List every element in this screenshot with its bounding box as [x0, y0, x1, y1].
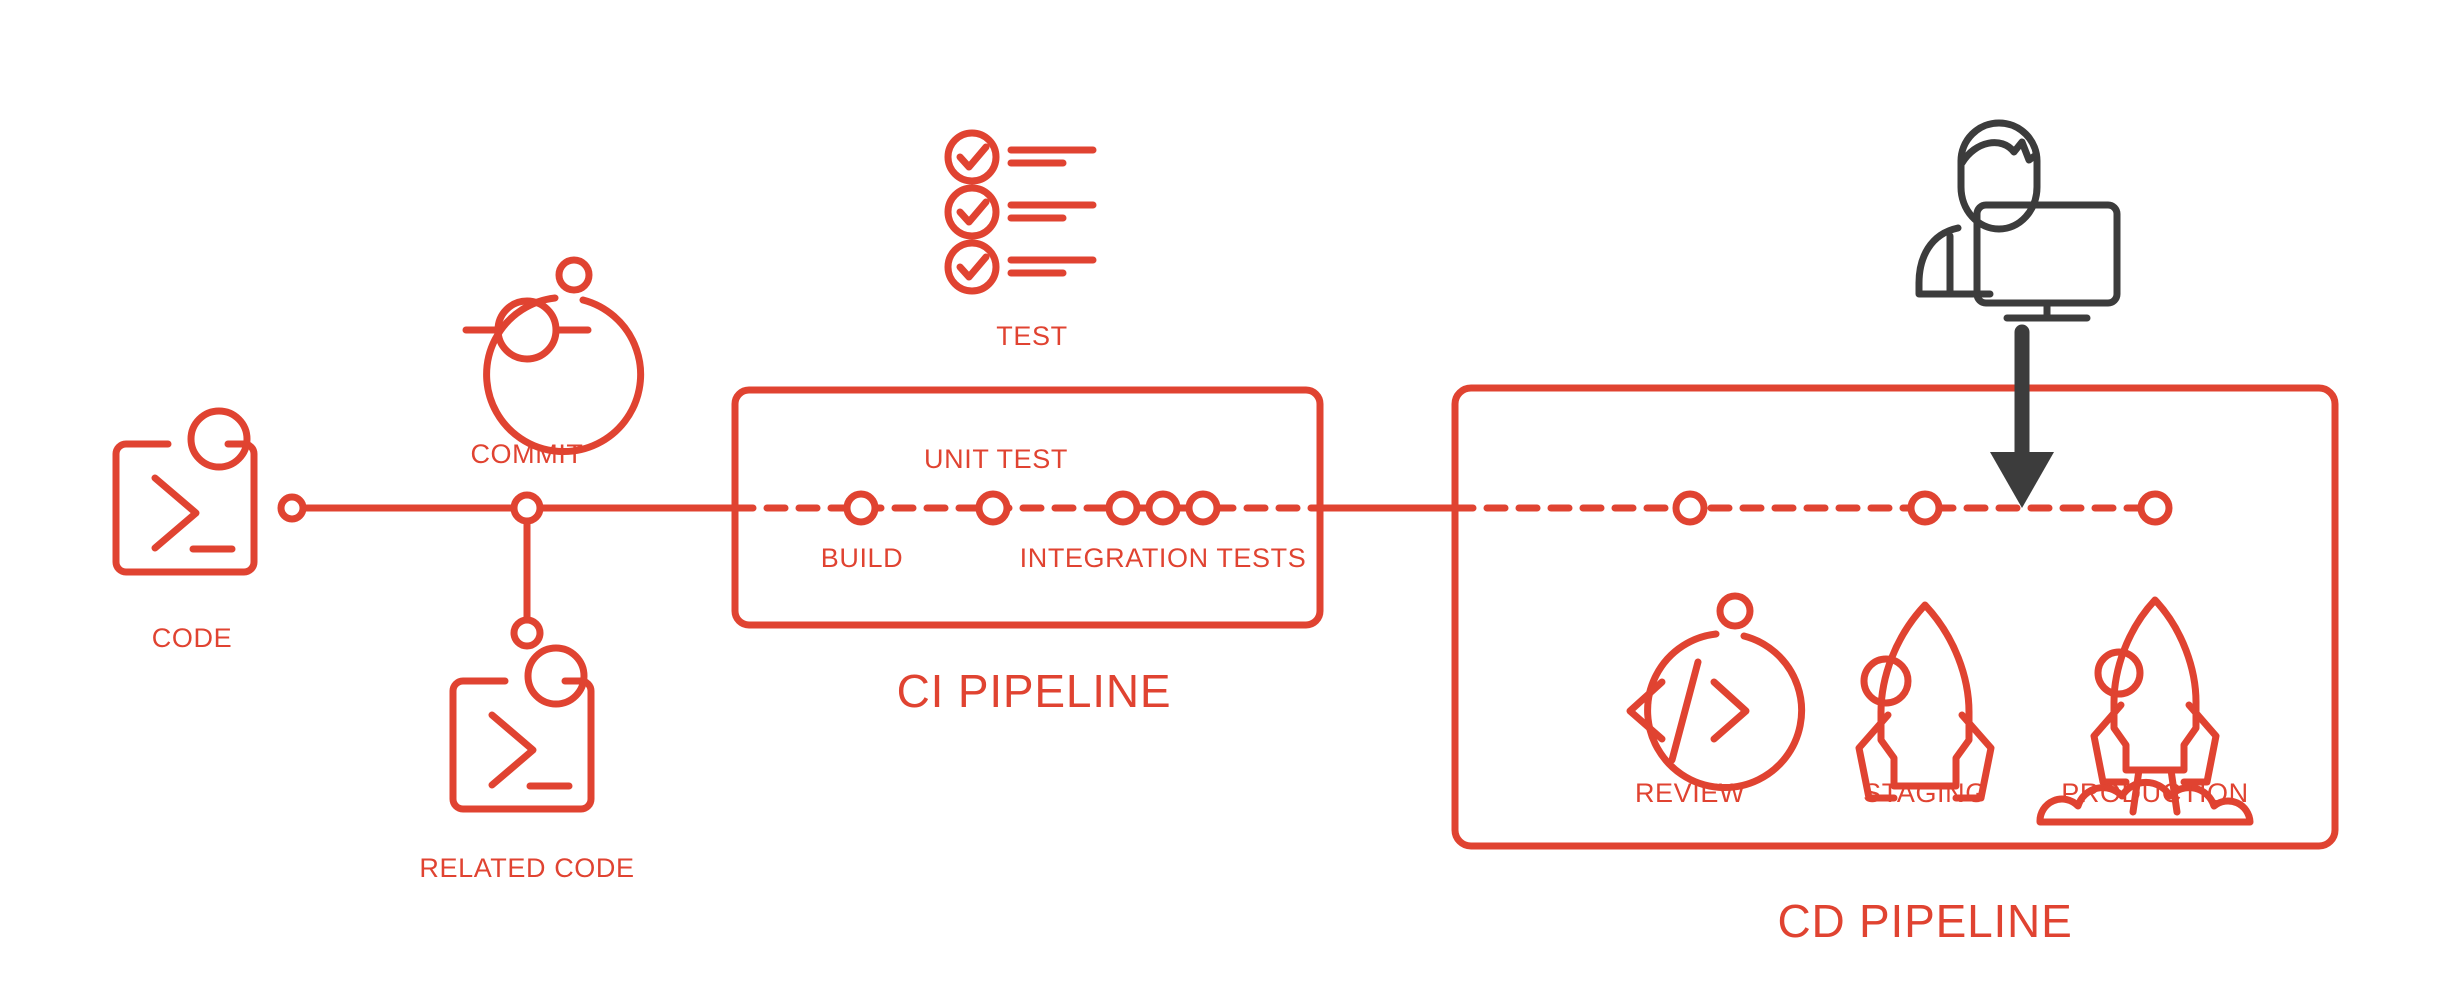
label-review: REVIEW [1635, 778, 1745, 808]
rocket-icon [1855, 601, 1995, 802]
label-test: TEST [996, 321, 1067, 351]
label-commit: COMMIT [470, 439, 583, 469]
related-code-terminal-icon [449, 644, 595, 813]
label-ci-pipeline: CI PIPELINE [897, 665, 1172, 717]
label-integration-tests: INTEGRATION TESTS [1020, 543, 1307, 573]
checklist-icon [944, 129, 1097, 295]
node-build[interactable] [843, 490, 879, 526]
label-code: CODE [152, 623, 232, 653]
node-commit[interactable] [510, 491, 544, 525]
rocket-launch-icon [2036, 596, 2254, 826]
node-production[interactable] [2137, 490, 2173, 526]
commit-node-icon [462, 256, 645, 455]
label-unit-test: UNIT TEST [924, 444, 1068, 474]
label-build: BUILD [821, 543, 904, 573]
label-production: PRODUCTION [2061, 778, 2249, 808]
node-related-code[interactable] [510, 616, 544, 650]
cd-pipeline-box [1451, 384, 2339, 850]
label-staging: STAGING [1863, 778, 1987, 808]
label-related-code: RELATED CODE [419, 853, 634, 883]
node-integration-test-3[interactable] [1185, 490, 1221, 526]
code-brackets-circle-icon [1626, 592, 1806, 791]
down-arrow-icon [1990, 324, 2054, 508]
node-code[interactable] [277, 493, 307, 523]
node-integration-test-2[interactable] [1145, 490, 1181, 526]
label-cd-pipeline: CD PIPELINE [1777, 895, 2072, 947]
code-terminal-icon [112, 407, 258, 576]
node-integration-test-1[interactable] [1105, 490, 1141, 526]
node-staging[interactable] [1907, 490, 1943, 526]
node-review[interactable] [1672, 490, 1708, 526]
node-unit-test[interactable] [975, 490, 1011, 526]
person-at-monitor-icon [1915, 119, 2121, 322]
